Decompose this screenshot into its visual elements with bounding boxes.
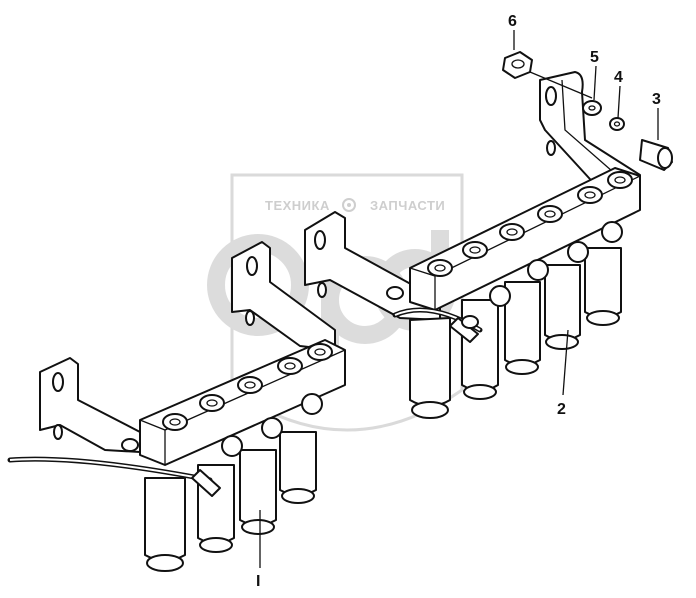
leader-5 [593,65,597,101]
callout-2: 2 [557,401,566,418]
far-left-bracket [39,357,141,453]
solenoid-valves-right [409,221,623,419]
callout-6: 6 [508,13,517,30]
fastener-lock-washer-4 [609,117,625,131]
watermark-right-text: ЗАПЧАСТИ [370,198,445,213]
callout-labels: 6 5 4 3 2 I [256,13,661,590]
left-mounting-bracket [231,241,336,351]
left-valve-manifold [139,339,346,572]
fastener-washer-5 [582,100,602,116]
middle-mounting-bracket [304,211,441,321]
manifold-ports-left-top [162,343,333,431]
callout-1: I [256,573,260,590]
leader-4 [617,85,621,119]
leader-lines [259,30,659,568]
leader-2 [562,329,569,396]
callout-3: 3 [652,91,661,108]
small-bolts [121,286,479,452]
fastener-bolt-3 [639,139,673,171]
callout-5: 5 [590,49,599,66]
leader-6-axis [529,71,593,99]
manifold-ports-top [427,171,633,277]
callout-4: 4 [614,69,623,86]
watermark-left-text: ТЕХНИКА [265,198,330,213]
fastener-nut-6 [502,51,533,79]
gear-icon [342,198,356,212]
right-valve-manifold [409,167,641,419]
